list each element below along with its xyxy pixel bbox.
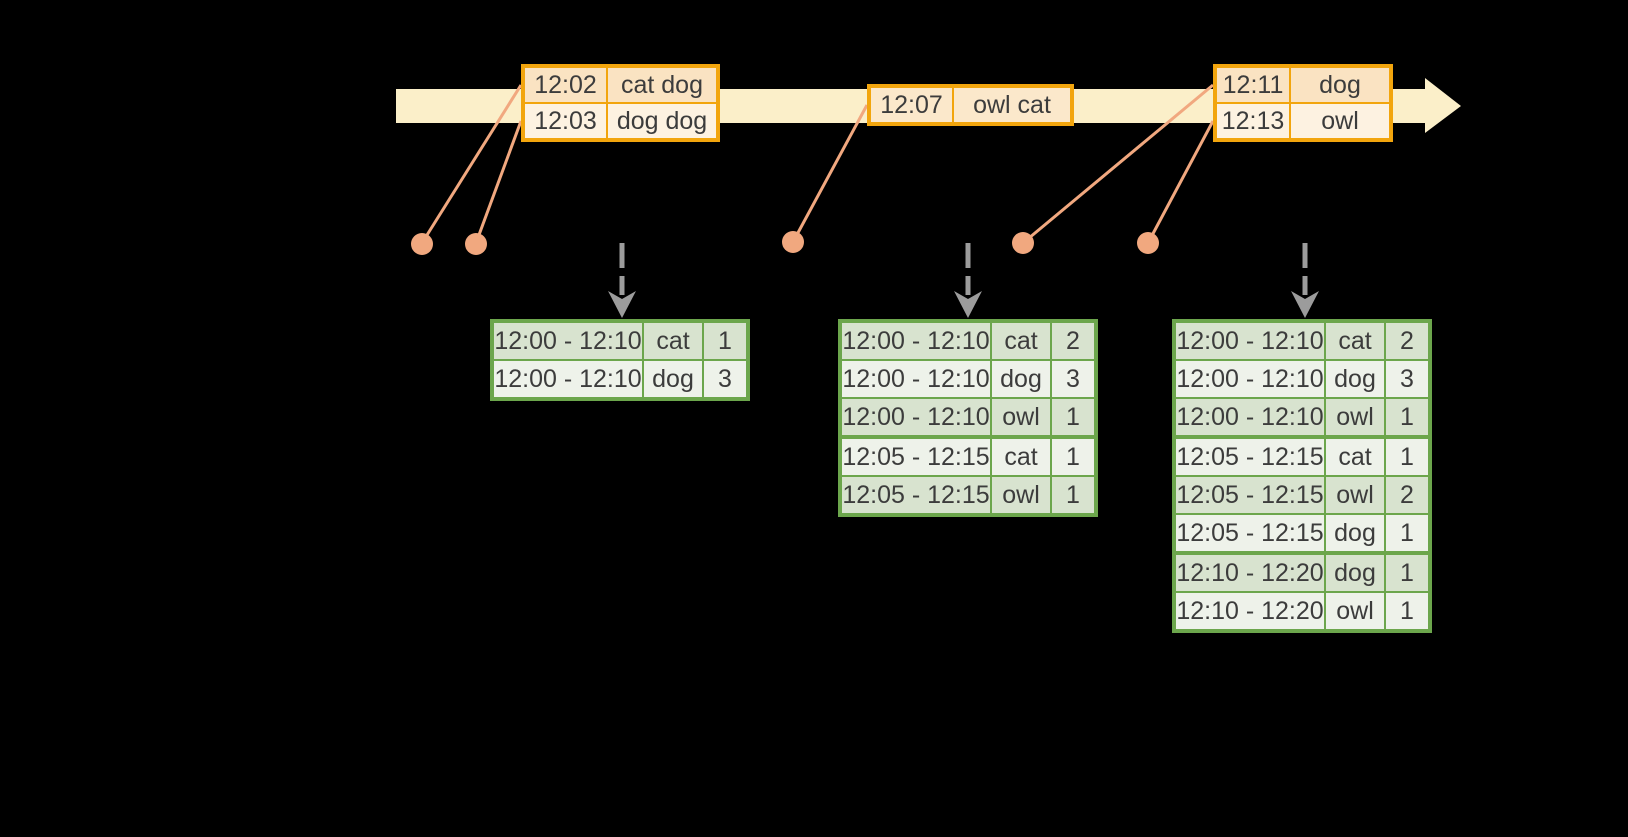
table-row: 12:00 - 12:10 cat 2	[842, 323, 1094, 359]
event-dot-1211	[1012, 232, 1034, 254]
event-dot-1203	[465, 233, 487, 255]
event-time-cell: 12:11	[1217, 68, 1289, 102]
event-time-cell: 12:13	[1217, 104, 1289, 138]
connector-line-1213	[1146, 120, 1215, 244]
window-cell: 12:00 - 12:10	[842, 361, 990, 397]
event-dot-1207	[782, 231, 804, 253]
count-cell: 1	[1386, 439, 1428, 475]
event-row-1203: 12:03 dog dog	[525, 104, 716, 138]
word-cell: owl	[1326, 593, 1384, 629]
table-row: 12:05 - 12:15 dog 1	[1176, 515, 1428, 551]
table-row: 12:05 - 12:15 cat 1	[1176, 439, 1428, 475]
window-cell: 12:05 - 12:15	[1176, 515, 1324, 551]
event-box-1207: 12:07 owl cat	[867, 84, 1074, 126]
word-cell: owl	[992, 399, 1050, 435]
word-cell: owl	[1326, 399, 1384, 435]
event-time-cell: 12:02	[525, 68, 606, 102]
count-cell: 1	[1052, 399, 1094, 435]
event-time-cell: 12:07	[871, 88, 952, 122]
table-row: 12:00 - 12:10 owl 1	[1176, 399, 1428, 435]
window-cell: 12:05 - 12:15	[1176, 477, 1324, 513]
window-cell: 12:00 - 12:10	[494, 323, 642, 359]
word-cell: cat	[1326, 323, 1384, 359]
window-cell: 12:00 - 12:10	[1176, 361, 1324, 397]
window-cell: 12:00 - 12:10	[842, 323, 990, 359]
event-words-cell: owl	[1291, 104, 1389, 138]
window-cell: 12:00 - 12:10	[842, 399, 990, 435]
count-cell: 1	[1386, 593, 1428, 629]
connector-line-1202	[420, 84, 523, 244]
event-row-1207: 12:07 owl cat	[871, 88, 1070, 122]
table-row: 12:05 - 12:15 owl 2	[1176, 477, 1428, 513]
word-cell: cat	[992, 439, 1050, 475]
event-time-cell: 12:03	[525, 104, 606, 138]
table-row: 12:10 - 12:20 owl 1	[1176, 593, 1428, 629]
connector-line-1203	[474, 120, 523, 244]
trigger-arrow-head-3	[1291, 291, 1319, 318]
event-box-1202-1203: 12:02 cat dog 12:03 dog dog	[521, 64, 720, 142]
word-cell: dog	[1326, 361, 1384, 397]
result-table-1: 12:00 - 12:10 cat 1 12:00 - 12:10 dog 3	[490, 319, 750, 401]
window-cell: 12:05 - 12:15	[842, 477, 990, 513]
event-words-cell: owl cat	[954, 88, 1070, 122]
event-row-1211: 12:11 dog	[1217, 68, 1389, 102]
event-words-cell: cat dog	[608, 68, 716, 102]
event-words-cell: dog dog	[608, 104, 716, 138]
count-cell: 1	[1386, 555, 1428, 591]
table-row: 12:00 - 12:10 cat 1	[494, 323, 746, 359]
table-row: 12:10 - 12:20 dog 1	[1176, 555, 1428, 591]
word-cell: dog	[1326, 555, 1384, 591]
connector-line-1211	[1022, 83, 1214, 245]
window-cell: 12:10 - 12:20	[1176, 593, 1324, 629]
count-cell: 1	[1386, 515, 1428, 551]
trigger-arrow-head-2	[954, 291, 982, 318]
window-cell: 12:05 - 12:15	[1176, 439, 1324, 475]
window-cell: 12:10 - 12:20	[1176, 555, 1324, 591]
word-cell: dog	[644, 361, 702, 397]
count-cell: 2	[1386, 323, 1428, 359]
word-cell: owl	[992, 477, 1050, 513]
event-box-1211-1213: 12:11 dog 12:13 owl	[1213, 64, 1393, 142]
count-cell: 3	[704, 361, 746, 397]
word-cell: cat	[644, 323, 702, 359]
table-row: 12:05 - 12:15 owl 1	[842, 477, 1094, 513]
event-dot-1202	[411, 233, 433, 255]
word-cell: dog	[1326, 515, 1384, 551]
count-cell: 3	[1052, 361, 1094, 397]
word-cell: cat	[1326, 439, 1384, 475]
word-cell: owl	[1326, 477, 1384, 513]
connector-line-1207	[791, 104, 869, 243]
event-row-1213: 12:13 owl	[1217, 104, 1389, 138]
count-cell: 3	[1386, 361, 1428, 397]
trigger-arrow-head-1	[608, 291, 636, 318]
count-cell: 1	[704, 323, 746, 359]
table-row: 12:00 - 12:10 cat 2	[1176, 323, 1428, 359]
count-cell: 1	[1052, 439, 1094, 475]
count-cell: 1	[1386, 399, 1428, 435]
window-cell: 12:00 - 12:10	[494, 361, 642, 397]
count-cell: 2	[1052, 323, 1094, 359]
word-cell: cat	[992, 323, 1050, 359]
word-cell: dog	[992, 361, 1050, 397]
count-cell: 1	[1052, 477, 1094, 513]
table-row: 12:00 - 12:10 owl 1	[842, 399, 1094, 435]
result-table-3: 12:00 - 12:10 cat 2 12:00 - 12:10 dog 3 …	[1172, 319, 1432, 633]
count-cell: 2	[1386, 477, 1428, 513]
table-row: 12:00 - 12:10 dog 3	[494, 361, 746, 397]
window-cell: 12:05 - 12:15	[842, 439, 990, 475]
table-row: 12:00 - 12:10 dog 3	[1176, 361, 1428, 397]
event-dot-1213	[1137, 232, 1159, 254]
result-table-2: 12:00 - 12:10 cat 2 12:00 - 12:10 dog 3 …	[838, 319, 1098, 517]
event-words-cell: dog	[1291, 68, 1389, 102]
event-row-1202: 12:02 cat dog	[525, 68, 716, 102]
window-cell: 12:00 - 12:10	[1176, 399, 1324, 435]
window-cell: 12:00 - 12:10	[1176, 323, 1324, 359]
table-row: 12:00 - 12:10 dog 3	[842, 361, 1094, 397]
table-row: 12:05 - 12:15 cat 1	[842, 439, 1094, 475]
